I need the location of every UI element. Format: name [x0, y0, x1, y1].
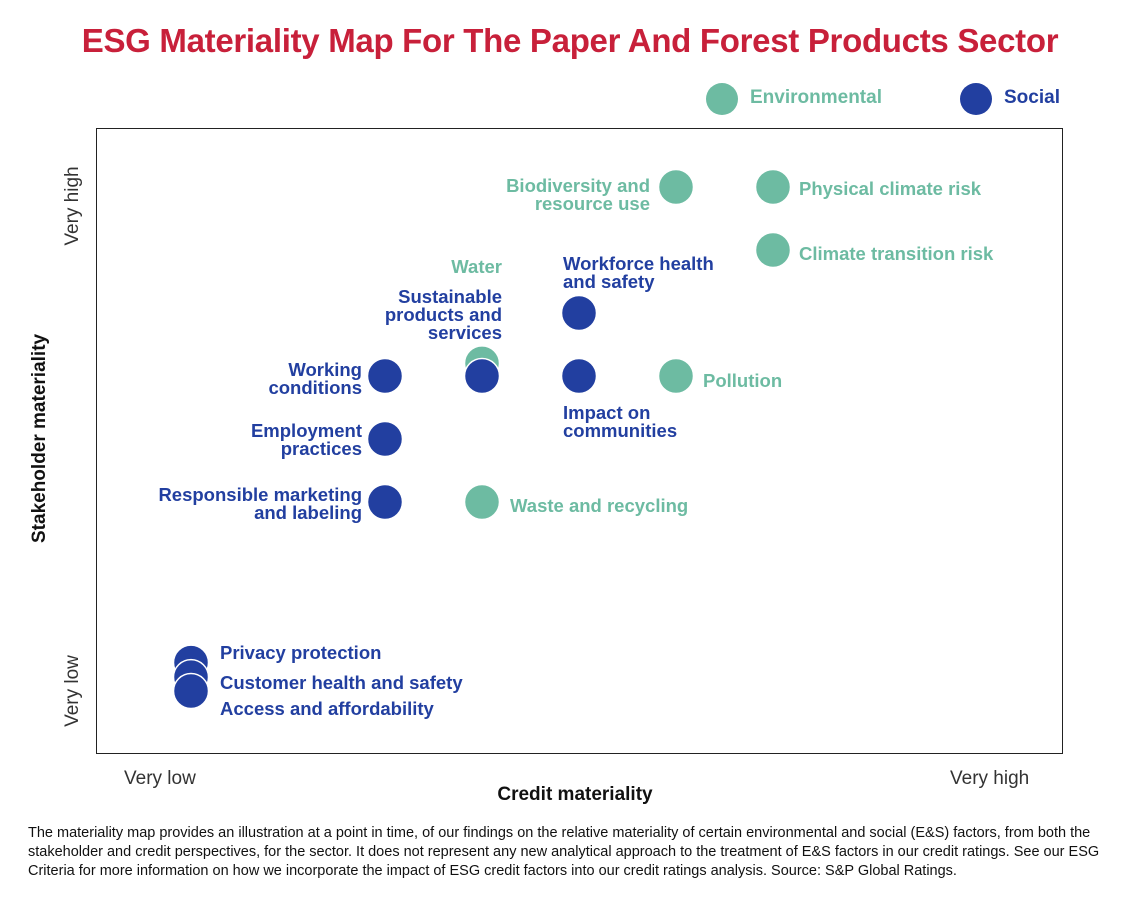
label-line: Biodiversity and: [506, 175, 650, 196]
label-sustainable-products: Sustainable products and services: [384, 286, 502, 343]
label-responsible-marketing: Responsible marketing and labeling: [158, 484, 362, 523]
footnote: The materiality map provides an illustra…: [28, 825, 1100, 879]
label-access-affordability: Access and affordability: [220, 698, 434, 719]
label-working-conditions: Working conditions: [268, 359, 362, 398]
label-customer-health-safety: Customer health and safety: [220, 672, 463, 693]
plot-area: [96, 128, 1063, 754]
label-line: and labeling: [254, 502, 362, 523]
label-biodiversity: Biodiversity and resource use: [506, 175, 650, 214]
label-line: services: [427, 322, 502, 343]
legend-environmental-marker: [706, 83, 738, 115]
marker-sustainable-products-and-services: [463, 357, 501, 395]
label-employment-practices: Employment practices: [250, 420, 362, 459]
label-line: practices: [280, 438, 362, 459]
label-line: communities: [563, 420, 678, 441]
x-tick-very-high: Very high: [950, 768, 1030, 789]
x-tick-very-low: Very low: [124, 768, 196, 789]
label-waste-recycling: Waste and recycling: [510, 495, 689, 516]
chart-title: ESG Materiality Map For The Paper And Fo…: [81, 22, 1059, 59]
marker-employment-practices: [366, 420, 404, 458]
label-impact-on-communities: Impact on communities: [563, 402, 678, 441]
label-line: resource use: [534, 193, 650, 214]
marker-waste-and-recycling: [463, 483, 501, 521]
marker-responsible-marketing-and-labeling: [366, 483, 404, 521]
legend-social-marker: [960, 83, 992, 115]
label-line: and safety: [563, 271, 655, 292]
label-pollution: Pollution: [703, 370, 783, 391]
marker-access-and-affordability: [172, 672, 210, 710]
label-water: Water: [451, 256, 502, 277]
marker-impact-on-communities: [560, 357, 598, 395]
label-climate-transition-risk: Climate transition risk: [799, 243, 994, 264]
label-line: Impact on: [563, 402, 651, 423]
label-line: Workforce health: [563, 253, 714, 274]
label-privacy-protection: Privacy protection: [220, 642, 382, 663]
marker-pollution: [657, 357, 695, 395]
label-line: Responsible marketing: [158, 484, 362, 505]
legend-environmental-label: Environmental: [750, 87, 882, 108]
marker-workforce-health-and-safety: [560, 294, 598, 332]
label-line: Sustainable: [398, 286, 502, 307]
marker-physical-climate-risk: [754, 168, 792, 206]
marker-climate-transition-risk: [754, 231, 792, 269]
marker-working-conditions: [366, 357, 404, 395]
label-line: Working: [288, 359, 362, 380]
label-line: Employment: [250, 420, 362, 441]
label-workforce-health-safety: Workforce health and safety: [563, 253, 714, 292]
marker-biodiversity-and-resource-use: [657, 168, 695, 206]
label-line: products and: [384, 304, 502, 325]
label-physical-climate-risk: Physical climate risk: [799, 178, 982, 199]
label-line: conditions: [268, 377, 362, 398]
x-axis-title: Credit materiality: [497, 784, 653, 805]
legend-social-label: Social: [1004, 87, 1060, 108]
